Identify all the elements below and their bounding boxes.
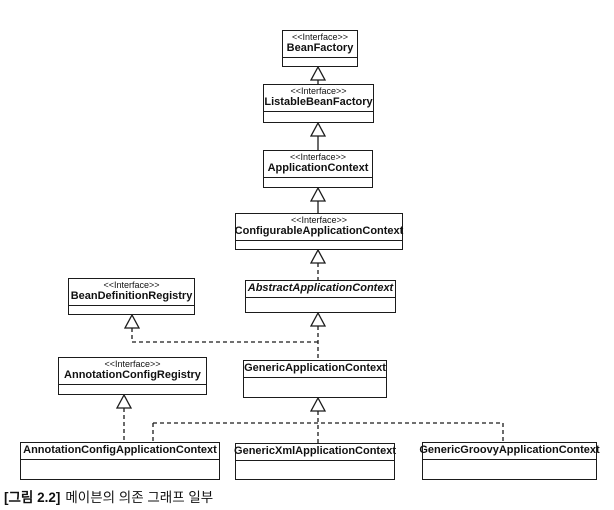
generalization-arrow-applicationcontext-to-listablebeanfactory [309, 121, 327, 150]
stereotype-label: <<Interface>> [290, 215, 348, 225]
inheritance-tree-bottom-to-genericapplicationcontext [152, 396, 504, 443]
class-name: GenericXmlApplicationContext [234, 445, 396, 457]
class-box-application-context: <<Interface>> ApplicationContext [263, 150, 373, 188]
empty-compartment [236, 459, 394, 479]
class-box-bean-factory: <<Interface>> BeanFactory [282, 30, 358, 67]
class-box-annotation-config-registry: <<Interface>> AnnotationConfigRegistry [58, 357, 207, 395]
class-name: AnnotationConfigApplicationContext [23, 444, 217, 456]
stereotype-label: <<Interface>> [104, 359, 161, 369]
realization-arrow-abstractapplicationcontext-to-configurableapplicationcontext [309, 248, 327, 280]
realization-arrow-genericapplicationcontext-to-beandefinitionregistry [123, 313, 318, 343]
empty-compartment [283, 56, 357, 66]
figure-caption: [그림 2.2] 메이븐의 의존 그래프 일부 [4, 486, 213, 506]
class-header: GenericApplicationContext [244, 361, 386, 377]
empty-compartment [59, 383, 206, 394]
empty-compartment [264, 110, 373, 122]
class-name: GenericGroovyApplicationContext [419, 444, 600, 456]
class-header: <<Interface>> ApplicationContext [264, 151, 372, 177]
generalization-arrow-configurableapplicationcontext-to-applicationcontext [309, 186, 327, 213]
empty-compartment [236, 239, 402, 249]
class-header: AbstractApplicationContext [246, 281, 395, 297]
class-box-bean-definition-registry: <<Interface>> BeanDefinitionRegistry [68, 278, 195, 315]
class-header: <<Interface>> AnnotationConfigRegistry [59, 358, 206, 384]
class-header: <<Interface>> BeanFactory [283, 31, 357, 57]
class-box-annotation-config-application-context: AnnotationConfigApplicationContext [20, 442, 220, 480]
stereotype-label: <<Interface>> [291, 32, 349, 42]
class-box-generic-xml-application-context: GenericXmlApplicationContext [234, 443, 396, 480]
class-name: BeanDefinitionRegistry [70, 290, 193, 303]
class-name: AnnotationConfigRegistry [64, 369, 201, 382]
class-name: ListableBeanFactory [264, 96, 373, 109]
realization-arrow-genericapplicationcontext-to-abstractapplicationcontext [309, 311, 327, 360]
empty-compartment [246, 296, 395, 312]
class-header: GenericXmlApplicationContext [234, 444, 396, 460]
empty-compartment [69, 304, 194, 314]
realization-arrow-annotationconfigapplicationcontext-to-annotationconfigregistry [115, 393, 133, 442]
class-box-configurable-application-context: <<Interface>> ConfigurableApplicationCon… [235, 213, 403, 250]
stereotype-label: <<Interface>> [103, 280, 160, 290]
class-name: ApplicationContext [267, 162, 369, 175]
class-box-generic-groovy-application-context: GenericGroovyApplicationContext [419, 442, 600, 480]
stereotype-label: <<Interface>> [290, 86, 347, 96]
figure-caption-text: 메이븐의 의존 그래프 일부 [65, 490, 214, 505]
class-name: AbstractApplicationContext [247, 282, 394, 294]
generalization-arrow-listablebeanfactory-to-beanfactory [309, 65, 327, 84]
empty-compartment [264, 176, 372, 187]
class-box-listable-bean-factory: <<Interface>> ListableBeanFactory [263, 84, 374, 123]
class-header: <<Interface>> BeanDefinitionRegistry [69, 279, 194, 305]
class-name: BeanFactory [286, 42, 354, 55]
class-header: <<Interface>> ListableBeanFactory [264, 85, 373, 111]
class-box-generic-application-context: GenericApplicationContext [243, 360, 387, 398]
class-header: <<Interface>> ConfigurableApplicationCon… [234, 214, 404, 240]
class-name: GenericApplicationContext [244, 362, 386, 374]
class-box-abstract-application-context: AbstractApplicationContext [245, 280, 396, 313]
class-header: GenericGroovyApplicationContext [419, 443, 599, 459]
class-header: AnnotationConfigApplicationContext [21, 443, 219, 459]
empty-compartment [423, 458, 596, 479]
figure-caption-number: [그림 2.2] [4, 490, 61, 505]
empty-compartment [244, 376, 386, 397]
stereotype-label: <<Interface>> [289, 152, 347, 162]
empty-compartment [21, 458, 219, 479]
class-name: ConfigurableApplicationContext [234, 225, 404, 238]
